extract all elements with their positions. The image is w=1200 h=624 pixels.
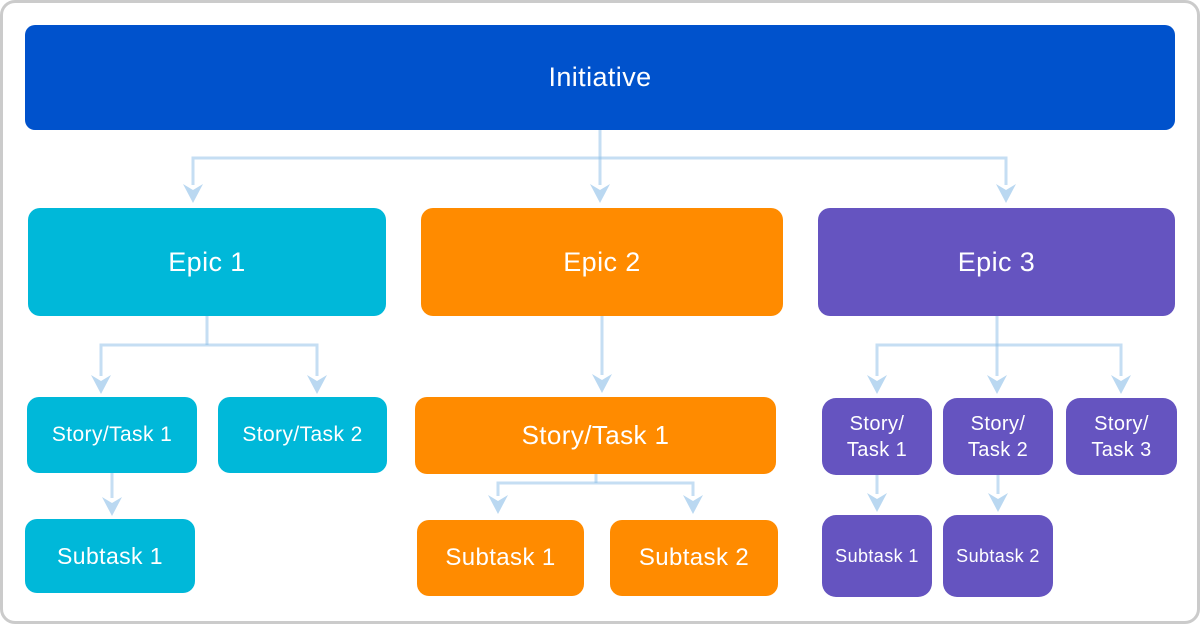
epic-3-node: Epic 3 — [818, 208, 1175, 316]
epic3-story-task-3-node: Story/ Task 3 — [1066, 398, 1177, 475]
epic3-story-task-2-node: Story/ Task 2 — [943, 398, 1053, 475]
epic1-story-task-2-label: Story/Task 2 — [242, 423, 363, 446]
epic3-story-task-3-line2: Task 3 — [1091, 438, 1152, 461]
epic2-subtask-1-label: Subtask 1 — [445, 544, 556, 571]
epic2-story-task-1-node: Story/Task 1 — [415, 397, 776, 474]
initiative-label: Initiative — [548, 62, 652, 92]
epic1-subtask-1-label: Subtask 1 — [57, 542, 163, 569]
epic3-subtask-1-node: Subtask 1 — [822, 515, 932, 597]
epic2-subtask-2-label: Subtask 2 — [638, 544, 750, 571]
epic1-story-task-1-label: Story/Task 1 — [51, 423, 173, 446]
epic3-story-task-2-line1: Story/ — [970, 412, 1026, 435]
epic1-story-task-2-node: Story/Task 2 — [218, 397, 387, 473]
epic-1-node: Epic 1 — [28, 208, 386, 316]
epic-3-label: Epic 3 — [957, 246, 1036, 277]
initiative-node: Initiative — [25, 25, 1175, 130]
epic-1-label: Epic 1 — [168, 246, 246, 277]
epic3-subtask-1-label: Subtask 1 — [835, 545, 919, 566]
epic2-subtask-2-node: Subtask 2 — [610, 520, 778, 596]
epic3-subtask-2-label: Subtask 2 — [956, 545, 1040, 566]
epic2-subtask-1-node: Subtask 1 — [417, 520, 584, 596]
epic1-story-task-1-node: Story/Task 1 — [27, 397, 197, 473]
epic3-story-task-2-line2: Task 2 — [967, 438, 1029, 461]
epic2-story-task-1-label: Story/Task 1 — [521, 420, 670, 450]
epic3-story-task-1-line1: Story/ — [849, 412, 905, 435]
epic3-story-task-1-node: Story/ Task 1 — [822, 398, 932, 475]
epic3-story-task-3-line1: Story/ — [1094, 412, 1149, 435]
epic3-story-task-1-line2: Task 1 — [846, 438, 908, 461]
epic3-subtask-2-node: Subtask 2 — [943, 515, 1053, 597]
epic1-subtask-1-node: Subtask 1 — [25, 519, 195, 593]
epic-2-node: Epic 2 — [421, 208, 783, 316]
epic-2-label: Epic 2 — [563, 246, 641, 277]
